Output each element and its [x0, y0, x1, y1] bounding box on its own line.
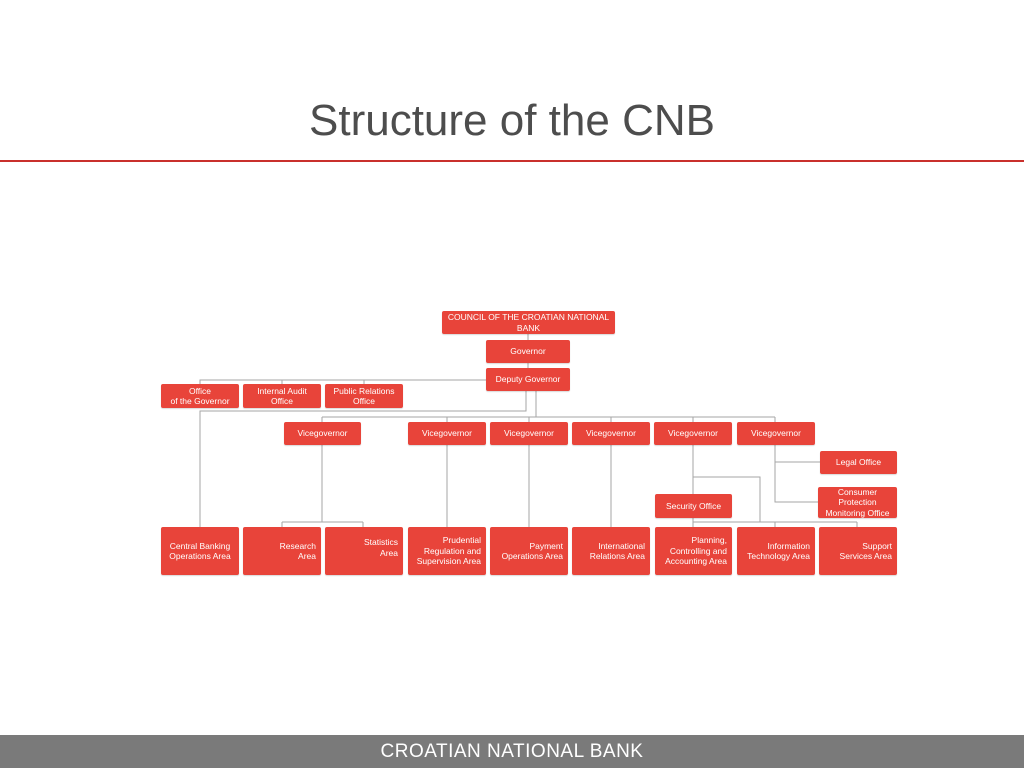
- connector: [774, 445, 818, 503]
- vicegovernor-box: Vicegovernor: [572, 422, 650, 445]
- public-relations-office-box: Public Relations Office: [325, 384, 403, 408]
- office-of-governor-box: Office of the Governor: [161, 384, 239, 408]
- connector: [693, 476, 761, 522]
- information-technology-area-box: Information Technology Area: [737, 527, 815, 575]
- connector: [199, 379, 486, 384]
- governor-box: Governor: [486, 340, 570, 363]
- payment-operations-area-box: Payment Operations Area: [490, 527, 568, 575]
- vicegovernor-box: Vicegovernor: [737, 422, 815, 445]
- vicegovernor-box: Vicegovernor: [284, 422, 361, 445]
- research-area-box: Research Area: [243, 527, 321, 575]
- planning-controlling-accounting-area-box: Planning, Controlling and Accounting Are…: [655, 527, 732, 575]
- deputy-governor-box: Deputy Governor: [486, 368, 570, 391]
- vicegovernor-box: Vicegovernor: [654, 422, 732, 445]
- footer-bank-name: CROATIAN NATIONAL BANK: [380, 740, 644, 762]
- international-relations-area-box: International Relations Area: [572, 527, 650, 575]
- council-box: COUNCIL OF THE CROATIAN NATIONAL BANK: [442, 311, 615, 334]
- central-banking-operations-area-box: Central Banking Operations Area: [161, 527, 239, 575]
- vicegovernor-box: Vicegovernor: [408, 422, 486, 445]
- statistics-area-box: Statistics Area: [325, 527, 403, 575]
- title-divider: [0, 160, 1024, 162]
- slide-title: Structure of the CNB: [309, 96, 715, 145]
- connector: [199, 391, 527, 527]
- prudential-regulation-area-box: Prudential Regulation and Supervision Ar…: [408, 527, 486, 575]
- vicegovernor-box: Vicegovernor: [490, 422, 568, 445]
- internal-audit-office-box: Internal Audit Office: [243, 384, 321, 408]
- legal-office-box: Legal Office: [820, 451, 897, 474]
- footer-bar: CROATIAN NATIONAL BANK: [0, 735, 1024, 768]
- security-office-box: Security Office: [655, 494, 732, 518]
- consumer-protection-office-box: Consumer Protection Monitoring Office: [818, 487, 897, 518]
- support-services-area-box: Support Services Area: [819, 527, 897, 575]
